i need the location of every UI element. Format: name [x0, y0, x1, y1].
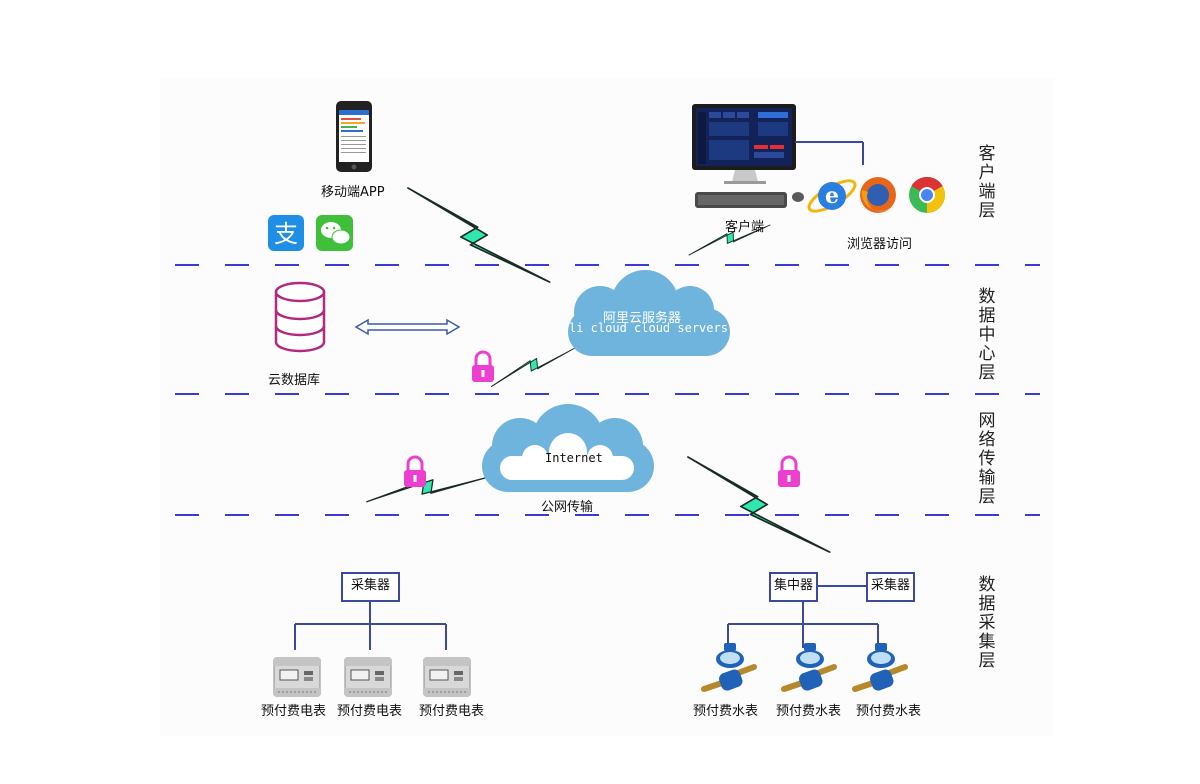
mobile-app-label: 移动端APP: [321, 185, 385, 200]
public-network-label: 公网传输: [541, 500, 594, 515]
chrome-icon: [909, 176, 946, 214]
alipay-icon: 支: [268, 215, 304, 251]
electric-meter-label: 预付费电表: [261, 704, 327, 719]
diagram-panel: [160, 78, 1054, 736]
layer-label-network: 网络传输层: [978, 411, 996, 507]
wechat-icon: [316, 215, 353, 251]
double-arrow-icon: [354, 318, 461, 336]
internet-label: Internet: [545, 451, 603, 465]
pc-client-label: 客户端: [725, 220, 765, 235]
collector-connectors: [294, 585, 879, 650]
water-meter-icon: [704, 643, 754, 692]
lock-icon: [470, 350, 496, 384]
right-collector-box: 采集器: [866, 572, 915, 602]
concentrator-box: 集中器: [769, 572, 818, 602]
water-meter-label: 预付费水表: [693, 704, 759, 719]
firefox-icon: [860, 177, 896, 213]
cloud-icon: [568, 270, 730, 356]
layer-label-acquisition: 数据采集层: [978, 575, 996, 671]
layer-label-client: 客户端层: [978, 144, 996, 221]
svg-text:e: e: [825, 183, 839, 209]
electric-meter-label: 预付费电表: [419, 704, 485, 719]
monitor-icon: [692, 104, 804, 208]
electric-meter-icon: [423, 657, 471, 697]
lightning-bolt-client: [688, 196, 771, 284]
lightning-bolt-internet-right: [687, 456, 831, 553]
left-collector-box: 采集器: [341, 572, 400, 602]
water-meter-label: 预付费水表: [776, 704, 842, 719]
phone-icon: [336, 101, 372, 172]
aliyun-server-en-label: li cloud cloud servers: [569, 321, 728, 335]
svg-text:支: 支: [274, 220, 298, 248]
electric-meter-icon: [273, 657, 321, 697]
lightning-bolt-internet-left: [366, 429, 486, 551]
lightning-bolt-cloud-internet: [491, 321, 576, 414]
database-icon: [274, 281, 326, 353]
layer-separators: [175, 264, 1040, 516]
electric-meter-label: 预付费电表: [337, 704, 403, 719]
lock-icon: [776, 455, 802, 489]
water-meter-label: 预付费水表: [856, 704, 922, 719]
lightning-bolt-mobile: [407, 187, 551, 284]
aliyun-server-label: 阿里云服务器: [603, 311, 682, 326]
electric-meter-icon: [344, 657, 392, 697]
cloud-database-label: 云数据库: [268, 373, 321, 388]
water-meter-icon: [855, 643, 905, 692]
lock-icon: [402, 455, 428, 489]
cloud-inner: [500, 433, 634, 480]
browser-access-label: 浏览器访问: [847, 237, 913, 252]
water-meter-icon: [784, 643, 834, 692]
layer-label-datacenter: 数据中心层: [978, 287, 996, 383]
ie-icon: e: [807, 179, 857, 213]
